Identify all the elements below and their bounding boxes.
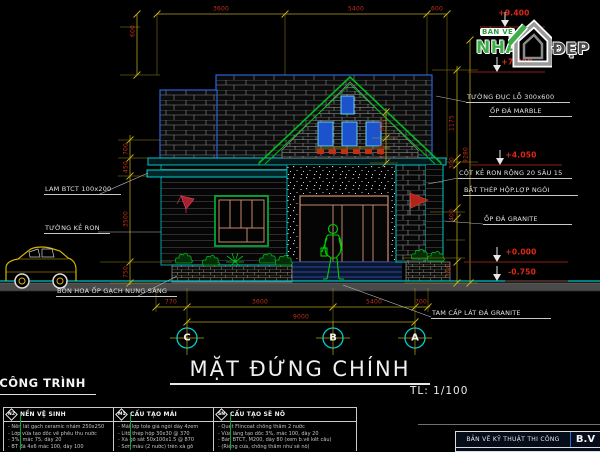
title-block: BẢN VẼ KỸ THUẬT THI CÔNG B.V <box>455 431 600 452</box>
ground-line <box>0 280 600 292</box>
drawing-scale: TL: 1/100 <box>410 385 469 397</box>
axis-grid <box>170 321 432 355</box>
notes-col-title: NỀN VỆ SINH <box>20 411 66 418</box>
slab-band <box>147 157 447 166</box>
dim-right-400: 400 <box>448 208 456 222</box>
dimension-lines <box>100 10 478 352</box>
label-tuong-ke-ron: TƯỜNG KẺ RON <box>44 224 110 234</box>
entry-column <box>395 164 444 263</box>
notes-table: N2 NỀN VỆ SINH Nền lát gạch ceramic nhám… <box>3 407 357 451</box>
dim-top-5400: 5400 <box>347 5 365 13</box>
green-marker-line <box>230 414 231 450</box>
note-item: Nền lát gạch ceramic nhám 250x250 <box>8 424 112 431</box>
notes-col-header: SN CẤU TẠO SÊ NÔ <box>214 408 356 422</box>
brand-logo: BẢN VẼ NHÀ ĐẸP <box>468 18 600 70</box>
notes-col-cau-tao-se-no: SN CẤU TẠO SÊ NÔ Quét Flincoat chống thấ… <box>214 408 356 451</box>
notes-col-nen-ve-sinh: N2 NỀN VỆ SINH Nền lát gạch ceramic nhám… <box>4 408 114 451</box>
note-item: Quét Flincoat chống thấm 2 nước <box>218 424 355 431</box>
label-tuong-duc-lo: TƯỜNG ĐỤC LỖ 300x600 <box>466 93 571 103</box>
dim-total-9000: 9000 <box>292 313 310 321</box>
title-block-code: B.V <box>575 434 596 445</box>
person-figure <box>320 223 344 280</box>
left-wing <box>146 164 288 266</box>
notes-col-cau-tao-mai: M1 CẤU TẠO MÁI Mái lợp tole giả ngói dày… <box>114 408 214 451</box>
dim-bot-5400: 5400 <box>365 298 383 306</box>
logo-text-banve: BẢN VẼ <box>480 28 516 36</box>
diamond-icon: SN <box>215 408 228 421</box>
dim-bot-3600: 3600 <box>251 298 269 306</box>
axis-a: A <box>411 332 419 344</box>
note-item: 3%, mác 75, dày 20 <box>8 437 112 444</box>
note-item: Mái lợp tole giả ngói dày 4zem <box>118 424 212 431</box>
entrance <box>285 165 402 281</box>
diamond-icon: M1 <box>115 408 128 421</box>
elevation-markers <box>464 11 568 282</box>
main-door <box>299 195 389 263</box>
label-tam-cap: TAM CẤP LÁT ĐÁ GRANITE <box>431 309 551 319</box>
dim-top-left-600: 600 <box>129 24 137 38</box>
logo-text-dep: ĐẸP <box>552 39 590 58</box>
entry-steps <box>285 261 402 281</box>
dim-right-750: 750 <box>445 264 453 278</box>
dim-left-750: 750 <box>122 265 130 279</box>
axis-b: B <box>329 332 337 344</box>
note-item: (Riêng cửa, chống thấm như sê nô) <box>218 444 355 451</box>
label-cot-ke-ron: CỘT KẺ RON RỘNG 20 SÂU 15 <box>458 169 573 179</box>
green-marker-line <box>130 414 131 450</box>
gable-wall <box>281 81 419 159</box>
wall-lamp <box>176 195 195 213</box>
logo-house-icon <box>508 19 552 68</box>
elev-4050: +4.050 <box>505 150 537 160</box>
label-lam-btct: LAM BTCT 100x200 <box>44 185 122 195</box>
gable-decor <box>315 147 390 154</box>
notes-col-title: CẤU TẠO SÊ NÔ <box>230 411 286 418</box>
dim-top-3600: 3600 <box>212 5 230 13</box>
dim-left-700: 700 <box>122 142 130 156</box>
note-item: Lớp vữa tạo dốc về phễu thu nước <box>8 431 112 438</box>
drawing-title: MẶT ĐỨNG CHÍNH <box>189 357 411 381</box>
dim-bot-700: 700 <box>414 298 428 306</box>
dim-right-1175: 1175 <box>448 114 456 132</box>
flag <box>409 191 429 215</box>
dim-right-300: 300 <box>448 156 456 170</box>
label-op-da-granite: ỐP ĐÁ GRANITE <box>483 215 572 225</box>
title-block-name: BẢN VẼ KỸ THUẬT THI CÔNG <box>456 432 571 447</box>
label-bon-hoa: BỒN HOA ỐP GẠCH NUNG SÁNG <box>56 287 178 297</box>
notes-header: Ú CÔNG TRÌNH <box>0 376 86 390</box>
title-underline <box>170 383 430 385</box>
notes-col-header: M1 CẤU TẠO MÁI <box>114 408 213 422</box>
axis-c: C <box>183 332 191 344</box>
dim-bot-770: 770 <box>164 298 178 306</box>
lam-btct <box>146 169 288 178</box>
diamond-icon: N2 <box>5 408 18 421</box>
dim-left-450: 450 <box>122 160 130 174</box>
sheet-border-line <box>418 424 600 425</box>
note-item: Vữa láng tạo dốc 3%, mác 100, dày 20 <box>218 431 355 438</box>
dim-gable-500: 500 <box>378 118 386 132</box>
dim-left-3500: 3500 <box>122 210 130 228</box>
note-item: Litô thép hộp 30x30 @ 370 <box>118 431 212 438</box>
note-item: Sơn màu (2 nước) trên xà gồ <box>118 444 212 451</box>
dim-right-9280: 9280 <box>462 146 470 164</box>
car <box>5 246 77 289</box>
elev-9400: +9.400 <box>498 8 530 18</box>
label-bat-thep: BẮT THÉP HỘP.LỢP NGÓI <box>463 186 578 196</box>
elev-m0750: -0.750 <box>507 267 537 277</box>
dim-top-600: 600 <box>430 5 444 13</box>
green-marker-line <box>20 414 21 450</box>
note-item: Xà gồ sắt 50x100x1.5 @ 870 <box>118 437 212 444</box>
label-op-da-marble: ỐP ĐÁ MARBLE <box>489 107 572 117</box>
note-item: Bản BTCT, M200, dày 80 (xem b.vẽ kết cấu… <box>218 437 355 444</box>
elev-0000: +0.000 <box>505 247 537 257</box>
dim-gable-1050: 1050 <box>378 142 386 160</box>
notes-col-header: N2 NỀN VỆ SINH <box>4 408 113 422</box>
notes-col-title: CẤU TẠO MÁI <box>130 411 177 418</box>
note-item: BT đá 4x6 mác 100, dày 100 <box>8 444 112 451</box>
wing-window <box>214 195 269 247</box>
notes-header-underline <box>0 394 96 395</box>
planters <box>171 248 451 283</box>
gable-windows <box>317 95 382 147</box>
leader-lines <box>98 95 484 318</box>
